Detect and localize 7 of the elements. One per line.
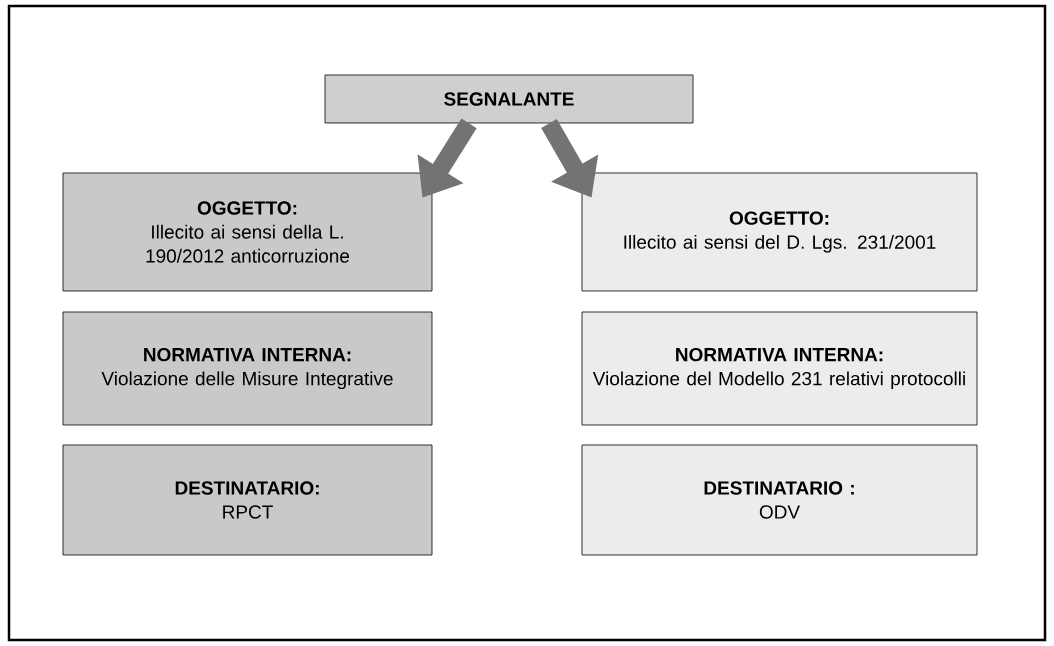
text-box: NORMATIVA INTERNA: Violazione del Modello 231 relativi protocolli [581,311,978,426]
text-box: DESTINATARIO: RPCT [62,444,433,556]
text-box: NORMATIVA INTERNA: Violazione delle Misure Integrative [62,311,433,426]
text-box: OGGETTO: Illecito ai sensi del D. Lgs. 231/2001 [581,172,978,292]
text-box: OGGETTO: Illecito ai sensi della L. 190/2012 anticorruzione [62,172,433,292]
text-box: SEGNALANTE [324,74,694,124]
text-box: DESTINATARIO : ODV [581,444,978,556]
